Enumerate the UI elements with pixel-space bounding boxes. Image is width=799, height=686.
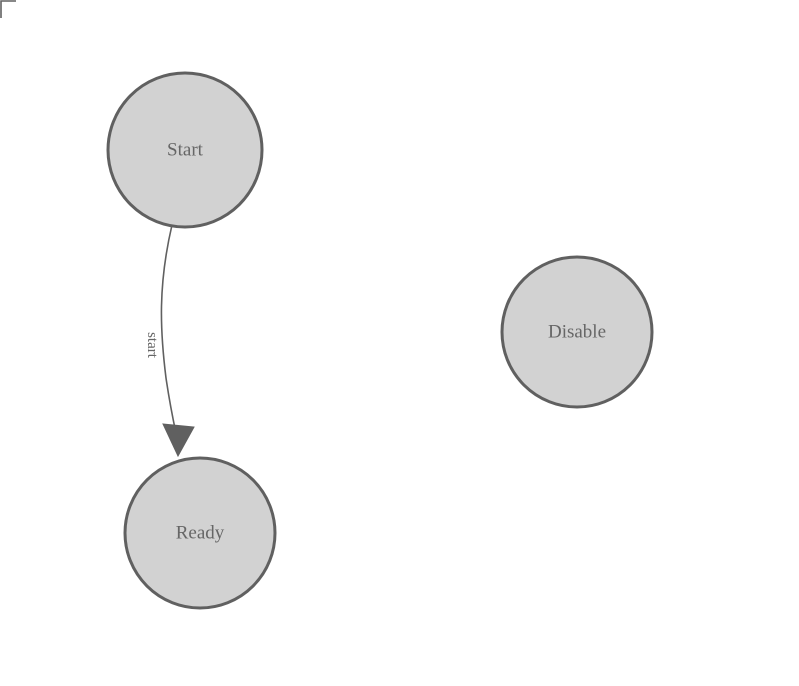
- edge-label-start: start: [144, 332, 160, 359]
- node-disable-label: Disable: [548, 322, 606, 343]
- node-disable[interactable]: Disable: [500, 255, 654, 409]
- node-ready-label: Ready: [176, 523, 225, 544]
- node-ready-shape: [123, 456, 277, 610]
- edge-line: [160, 224, 179, 444]
- node-start-shape: [106, 71, 264, 229]
- node-disable-shape: [500, 255, 654, 409]
- arrowhead-icon: [162, 423, 195, 458]
- node-start[interactable]: Start: [106, 71, 264, 229]
- node-ready[interactable]: Ready: [123, 456, 277, 610]
- corner-bracket-mark: [0, 0, 16, 18]
- node-start-label: Start: [167, 140, 204, 161]
- edge-start-to-ready[interactable]: start: [144, 224, 195, 458]
